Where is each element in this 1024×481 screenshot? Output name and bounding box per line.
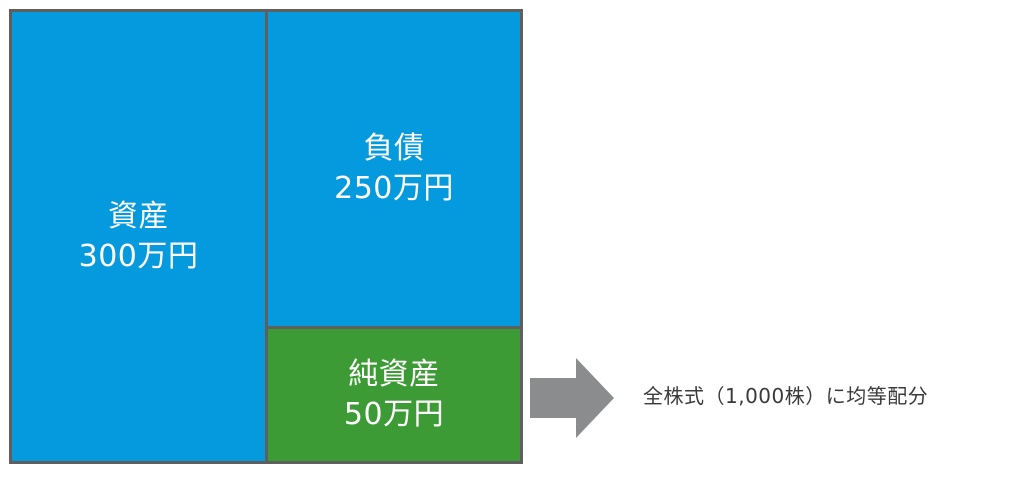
assets-block: 資産 300万円	[12, 12, 265, 461]
assets-label: 資産	[108, 198, 169, 234]
distribution-caption: 全株式（1,000株）に均等配分	[643, 384, 929, 408]
net-assets-label: 純資産	[348, 357, 440, 393]
liabilities-block: 負債 250万円	[268, 12, 520, 326]
net-assets-block: 純資産 50万円	[268, 329, 520, 461]
liabilities-label: 負債	[363, 131, 425, 167]
net-assets-value: 50万円	[343, 397, 445, 432]
right-arrow-icon	[530, 358, 614, 438]
assets-value: 300万円	[78, 238, 199, 274]
balance-sheet-box: 資産 300万円 負債 250万円 純資産 50万円	[9, 9, 523, 464]
liabilities-value: 250万円	[334, 171, 454, 206]
